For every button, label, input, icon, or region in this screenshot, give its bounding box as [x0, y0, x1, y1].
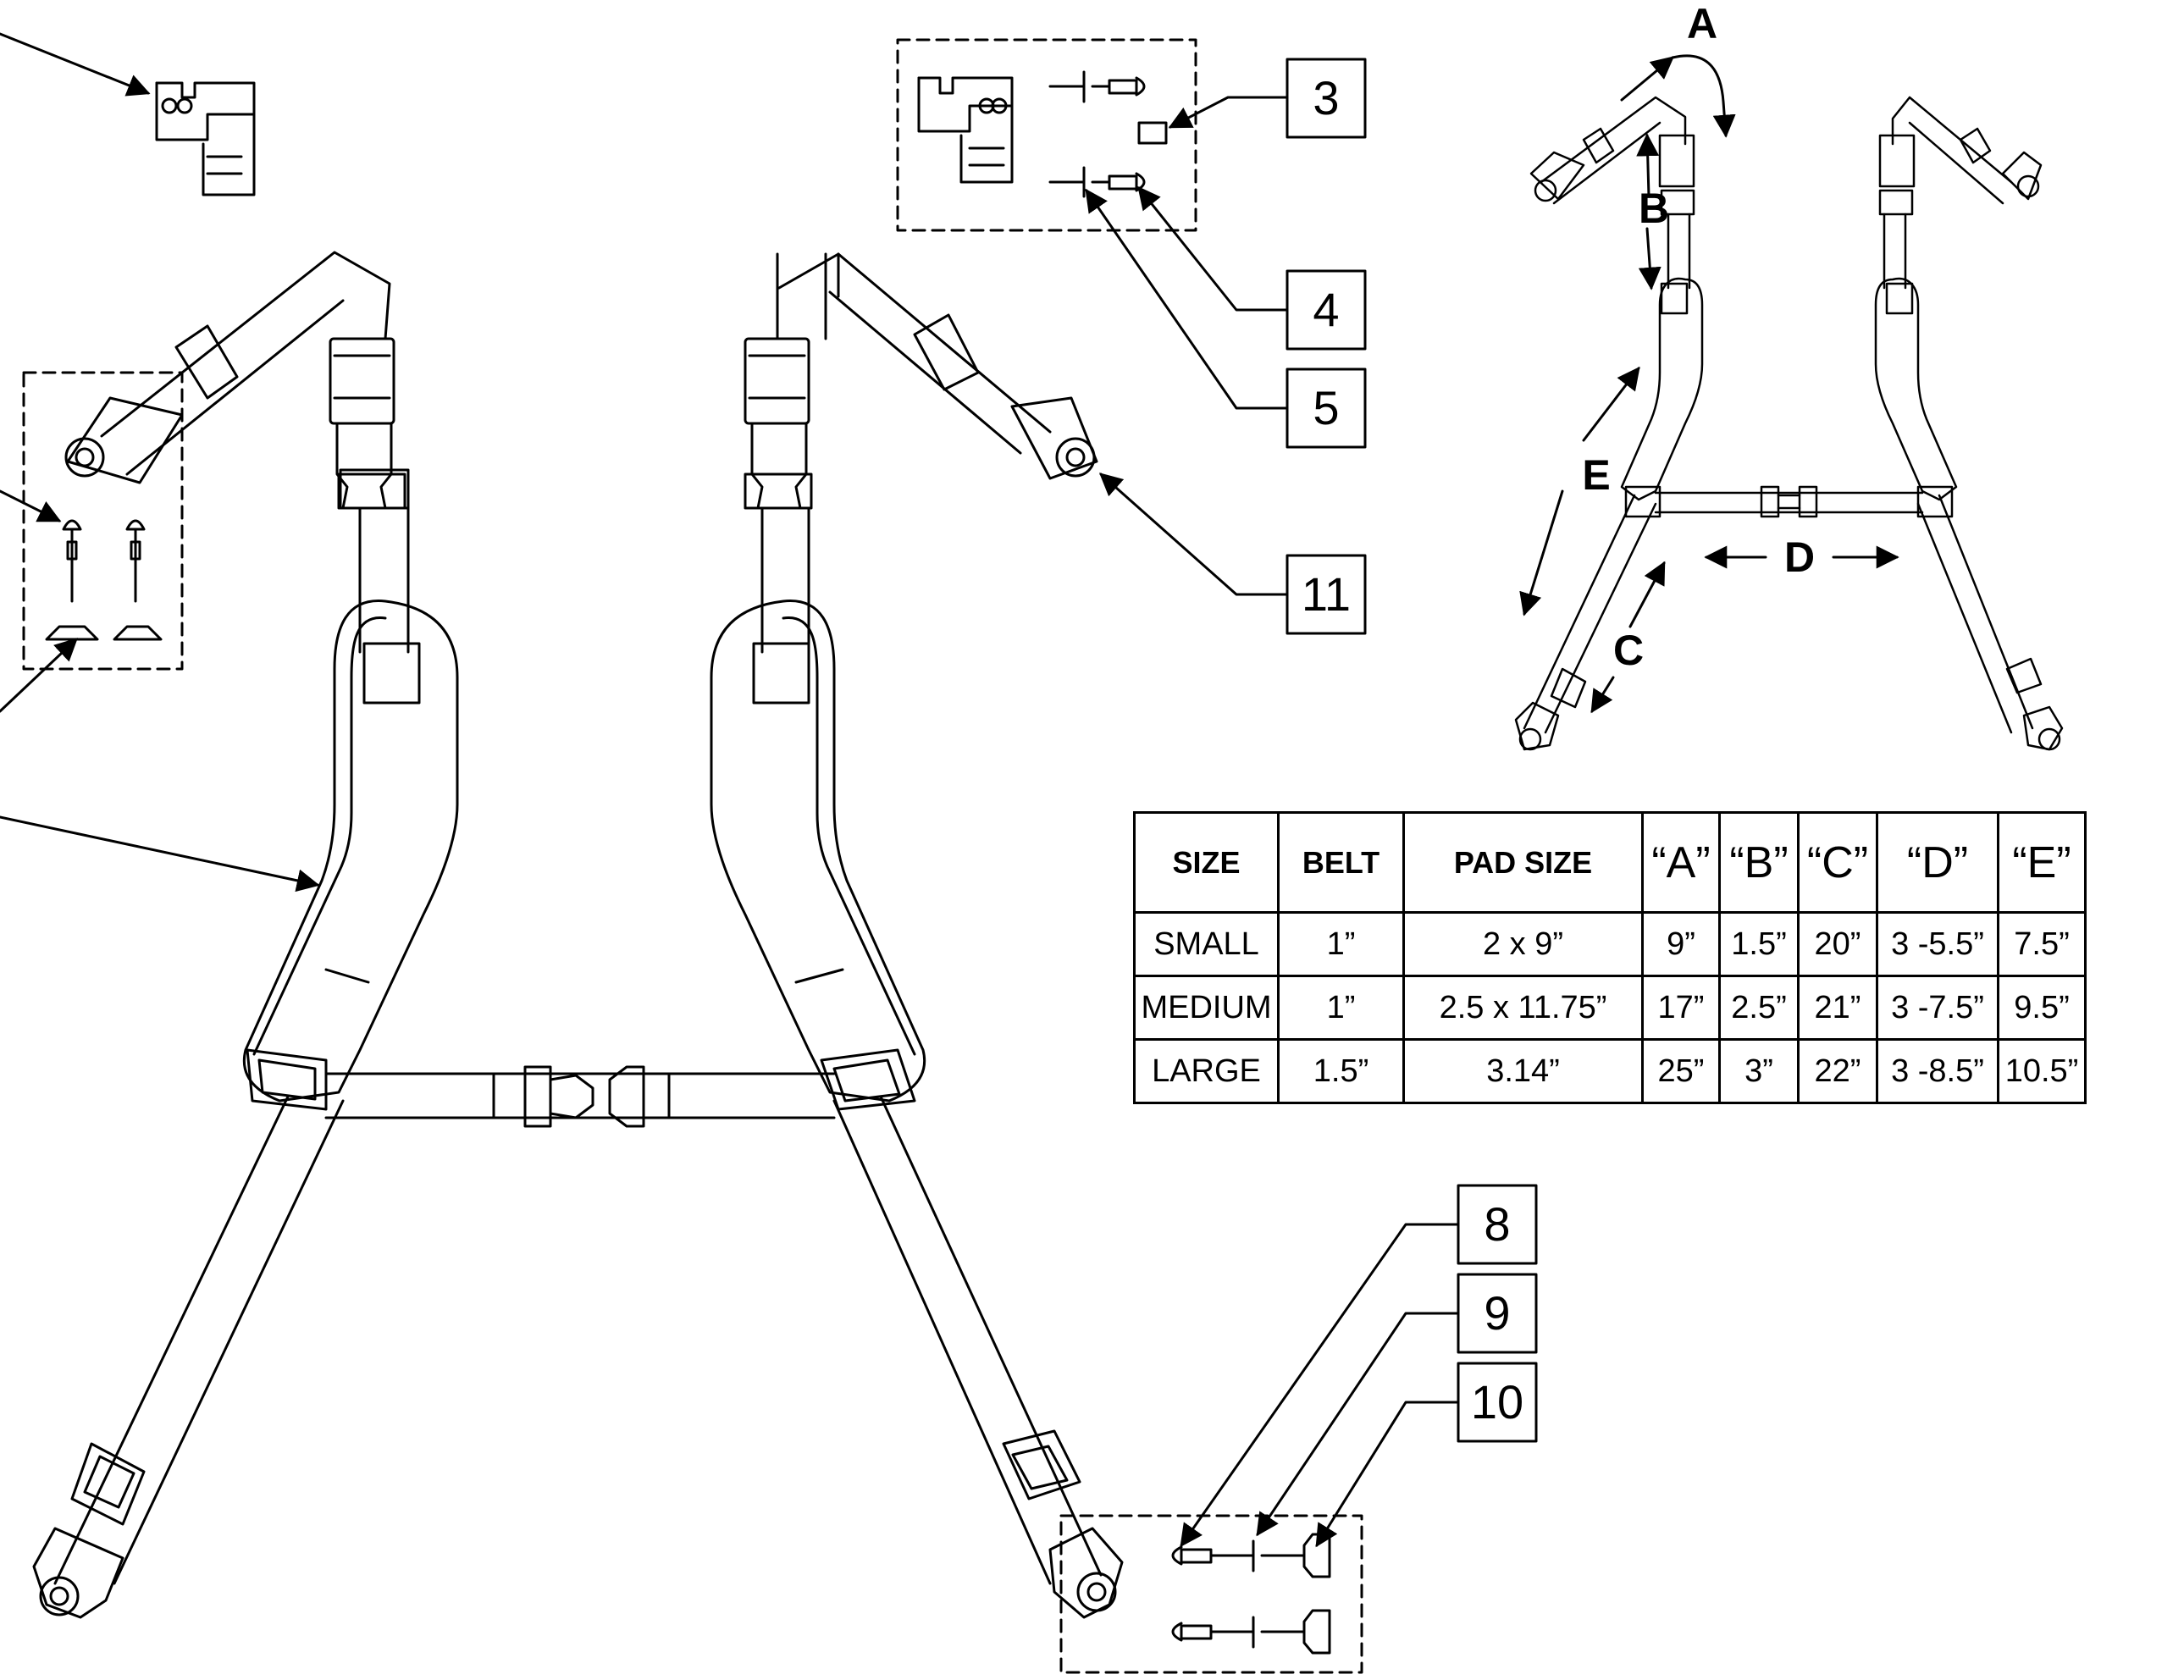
table-cell: 1” [1277, 911, 1405, 977]
left-pad-slider [246, 1048, 328, 1111]
callout-5: 5 [1313, 381, 1339, 434]
table-cell: 22” [1797, 1038, 1878, 1104]
table-cell: 10.5” [1997, 1038, 2087, 1104]
table-cell: 2.5” [1718, 975, 1800, 1041]
header-a: “A” [1641, 811, 1721, 914]
header-d: “D” [1876, 811, 1999, 914]
header-belt: BELT [1277, 811, 1405, 914]
table-cell: 1” [1277, 975, 1405, 1041]
table-cell: 3 -5.5” [1876, 911, 1999, 977]
table-cell: 9.5” [1997, 975, 2087, 1041]
table-cell: 21” [1797, 975, 1878, 1041]
dimension-c-label: C [1613, 627, 1644, 674]
chest-strap [324, 1065, 836, 1128]
callout-8: 8 [1484, 1197, 1510, 1251]
size-table-header-row: SIZE BELT PAD SIZE “A” “B” “C” “D” “E” [1133, 811, 2087, 914]
header-size: SIZE [1133, 811, 1280, 914]
table-row-large: LARGE 1.5” 3.14” 25” 3” 22” 3 -8.5” 10.5… [1133, 1038, 2087, 1104]
dimension-view-harness [1514, 96, 2064, 751]
table-cell: 2 x 9” [1402, 911, 1644, 977]
table-cell: 2.5 x 11.75” [1402, 975, 1644, 1041]
top-left-bracket [0, 32, 256, 196]
header-pad-size: PAD SIZE [1402, 811, 1644, 914]
dimension-d-label: D [1784, 533, 1815, 581]
right-shoulder-strap [777, 252, 1098, 480]
table-cell: 17” [1641, 975, 1721, 1041]
header-e: “E” [1997, 811, 2087, 914]
left-buckle [329, 337, 410, 510]
table-cell: SMALL [1133, 911, 1280, 977]
hardware-box-left [0, 371, 320, 892]
dimension-a-label: A [1687, 0, 1717, 47]
callout-4-leader [1137, 185, 1367, 351]
table-cell: 20” [1797, 911, 1878, 977]
table-cell: LARGE [1133, 1038, 1280, 1104]
callout-3-leader [1168, 58, 1367, 139]
table-cell: 1.5” [1277, 1038, 1405, 1104]
callout-9: 9 [1484, 1286, 1510, 1340]
table-cell: 3” [1718, 1038, 1800, 1104]
table-cell: 25” [1641, 1038, 1721, 1104]
callout-9-leader [1256, 1273, 1538, 1537]
callout-11-leader [1098, 472, 1367, 635]
right-lower-strap [832, 1095, 1124, 1619]
header-b: “B” [1718, 811, 1800, 914]
table-cell: 3 -8.5” [1876, 1038, 1999, 1104]
table-cell: 1.5” [1718, 911, 1800, 977]
callout-8-leader [1180, 1184, 1538, 1548]
left-pad [242, 506, 459, 1102]
dimension-arrows [1519, 54, 1899, 714]
callout-10: 10 [1471, 1375, 1523, 1429]
callout-4: 4 [1313, 283, 1339, 336]
hardware-box-8-10 [1059, 1514, 1363, 1674]
size-table: SIZE BELT PAD SIZE “A” “B” “C” “D” “E” S… [1133, 811, 2087, 1104]
callout-10-leader [1315, 1362, 1538, 1548]
dimension-e-label: E [1582, 451, 1610, 499]
right-pad [710, 506, 926, 1102]
right-buckle [744, 252, 827, 510]
right-pad-slider [820, 1048, 916, 1111]
header-c: “C” [1797, 811, 1878, 914]
dimension-b-label: B [1639, 185, 1669, 232]
left-shoulder-strap [64, 251, 391, 484]
table-cell: 9” [1641, 911, 1721, 977]
left-lower-strap [32, 1095, 345, 1619]
table-row-medium: MEDIUM 1” 2.5 x 11.75” 17” 2.5” 21” 3 -7… [1133, 975, 2087, 1041]
hardware-box-3-5 [896, 38, 1197, 232]
callout-5-leader [1085, 188, 1367, 449]
table-row-small: SMALL 1” 2 x 9” 9” 1.5” 20” 3 -5.5” 7.5” [1133, 911, 2087, 977]
table-cell: 3 -7.5” [1876, 975, 1999, 1041]
table-cell: MEDIUM [1133, 975, 1280, 1041]
table-cell: 7.5” [1997, 911, 2087, 977]
callout-11: 11 [1302, 567, 1351, 621]
callout-3: 3 [1313, 71, 1339, 124]
table-cell: 3.14” [1402, 1038, 1644, 1104]
